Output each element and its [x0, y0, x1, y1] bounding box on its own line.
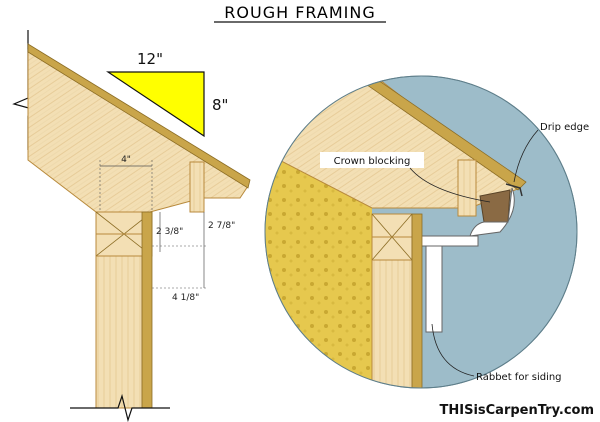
dim-width-label: 4" [121, 155, 131, 165]
callout-drip-edge: Drip edge [513, 122, 589, 183]
roof-sheathing [27, 43, 251, 189]
detail-wall-sheathing [411, 213, 423, 388]
fascia-block [189, 161, 205, 213]
crown-blocking-label-bg [320, 152, 424, 168]
dim-inner-label: 2 3/8" [156, 227, 183, 237]
brand-watermark: THISisCarpenTry.com [440, 403, 595, 418]
dim-drop-label: 4 1/8" [172, 293, 199, 303]
detail-circle [264, 75, 578, 389]
pitch-triangle [106, 71, 205, 138]
drip-edge-leader [513, 129, 539, 183]
detail-circle-outline [264, 75, 578, 389]
detail-crown-blocking [479, 189, 511, 223]
detail-stud [371, 259, 413, 388]
detail-soffit [415, 235, 479, 247]
page-title: ROUGH FRAMING [224, 3, 375, 22]
rabbet-leader [431, 323, 475, 377]
crown-blocking-leader [409, 167, 491, 203]
detail-fascia [457, 159, 477, 217]
crown-blocking-label: Crown blocking [334, 156, 411, 167]
wall-stud [95, 255, 143, 409]
break-line-bottom [70, 393, 170, 422]
callout-rabbet: Rabbet for siding [431, 323, 562, 383]
dim-outer-label: 2 7/8" [208, 221, 235, 231]
detail-frieze [425, 245, 443, 333]
rabbet-label: Rabbet for siding [476, 372, 562, 383]
wall-sheathing [141, 211, 153, 409]
left-framing-section: 12" 8" 4" 2 3/8" 2 7/8" 4 1/8" [12, 30, 251, 422]
drip-edge-label: Drip edge [540, 122, 589, 133]
callout-crown-blocking: Crown blocking [320, 152, 491, 203]
pitch-run-label: 12" [137, 50, 163, 68]
detail-drip-edge [505, 183, 523, 197]
pitch-rise-label: 8" [212, 96, 228, 114]
